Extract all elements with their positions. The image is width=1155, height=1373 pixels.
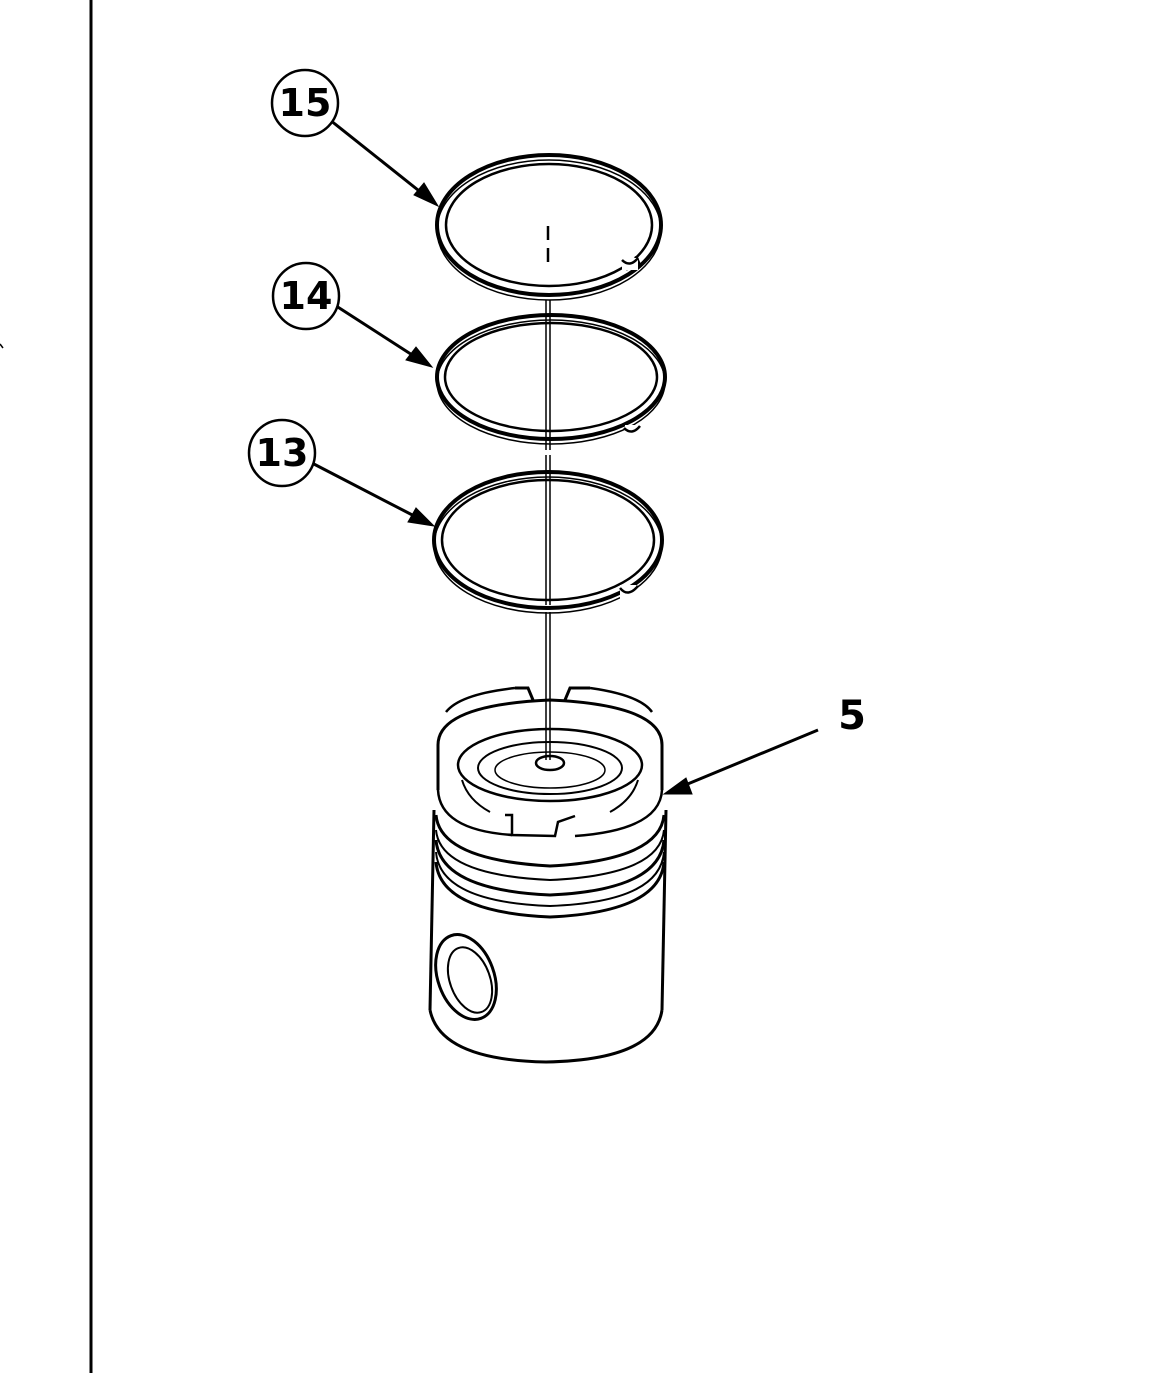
bottom-piston-ring bbox=[432, 470, 664, 614]
callout-5: 5 bbox=[838, 693, 866, 739]
callout-15-label: 15 bbox=[279, 81, 332, 125]
callout-14-label: 14 bbox=[280, 274, 333, 318]
piston bbox=[428, 686, 668, 1064]
callout-13-label: 13 bbox=[256, 431, 309, 475]
callout-15: 15 bbox=[270, 68, 340, 138]
callout-5-label: 5 bbox=[838, 693, 866, 739]
callout-13: 13 bbox=[247, 418, 317, 488]
top-piston-ring bbox=[435, 153, 663, 301]
margin-tick-mark bbox=[0, 343, 4, 349]
callout-leaders bbox=[309, 118, 819, 795]
alignment-center-line bbox=[545, 226, 551, 760]
callout-14: 14 bbox=[271, 261, 341, 331]
middle-piston-ring bbox=[435, 313, 667, 445]
